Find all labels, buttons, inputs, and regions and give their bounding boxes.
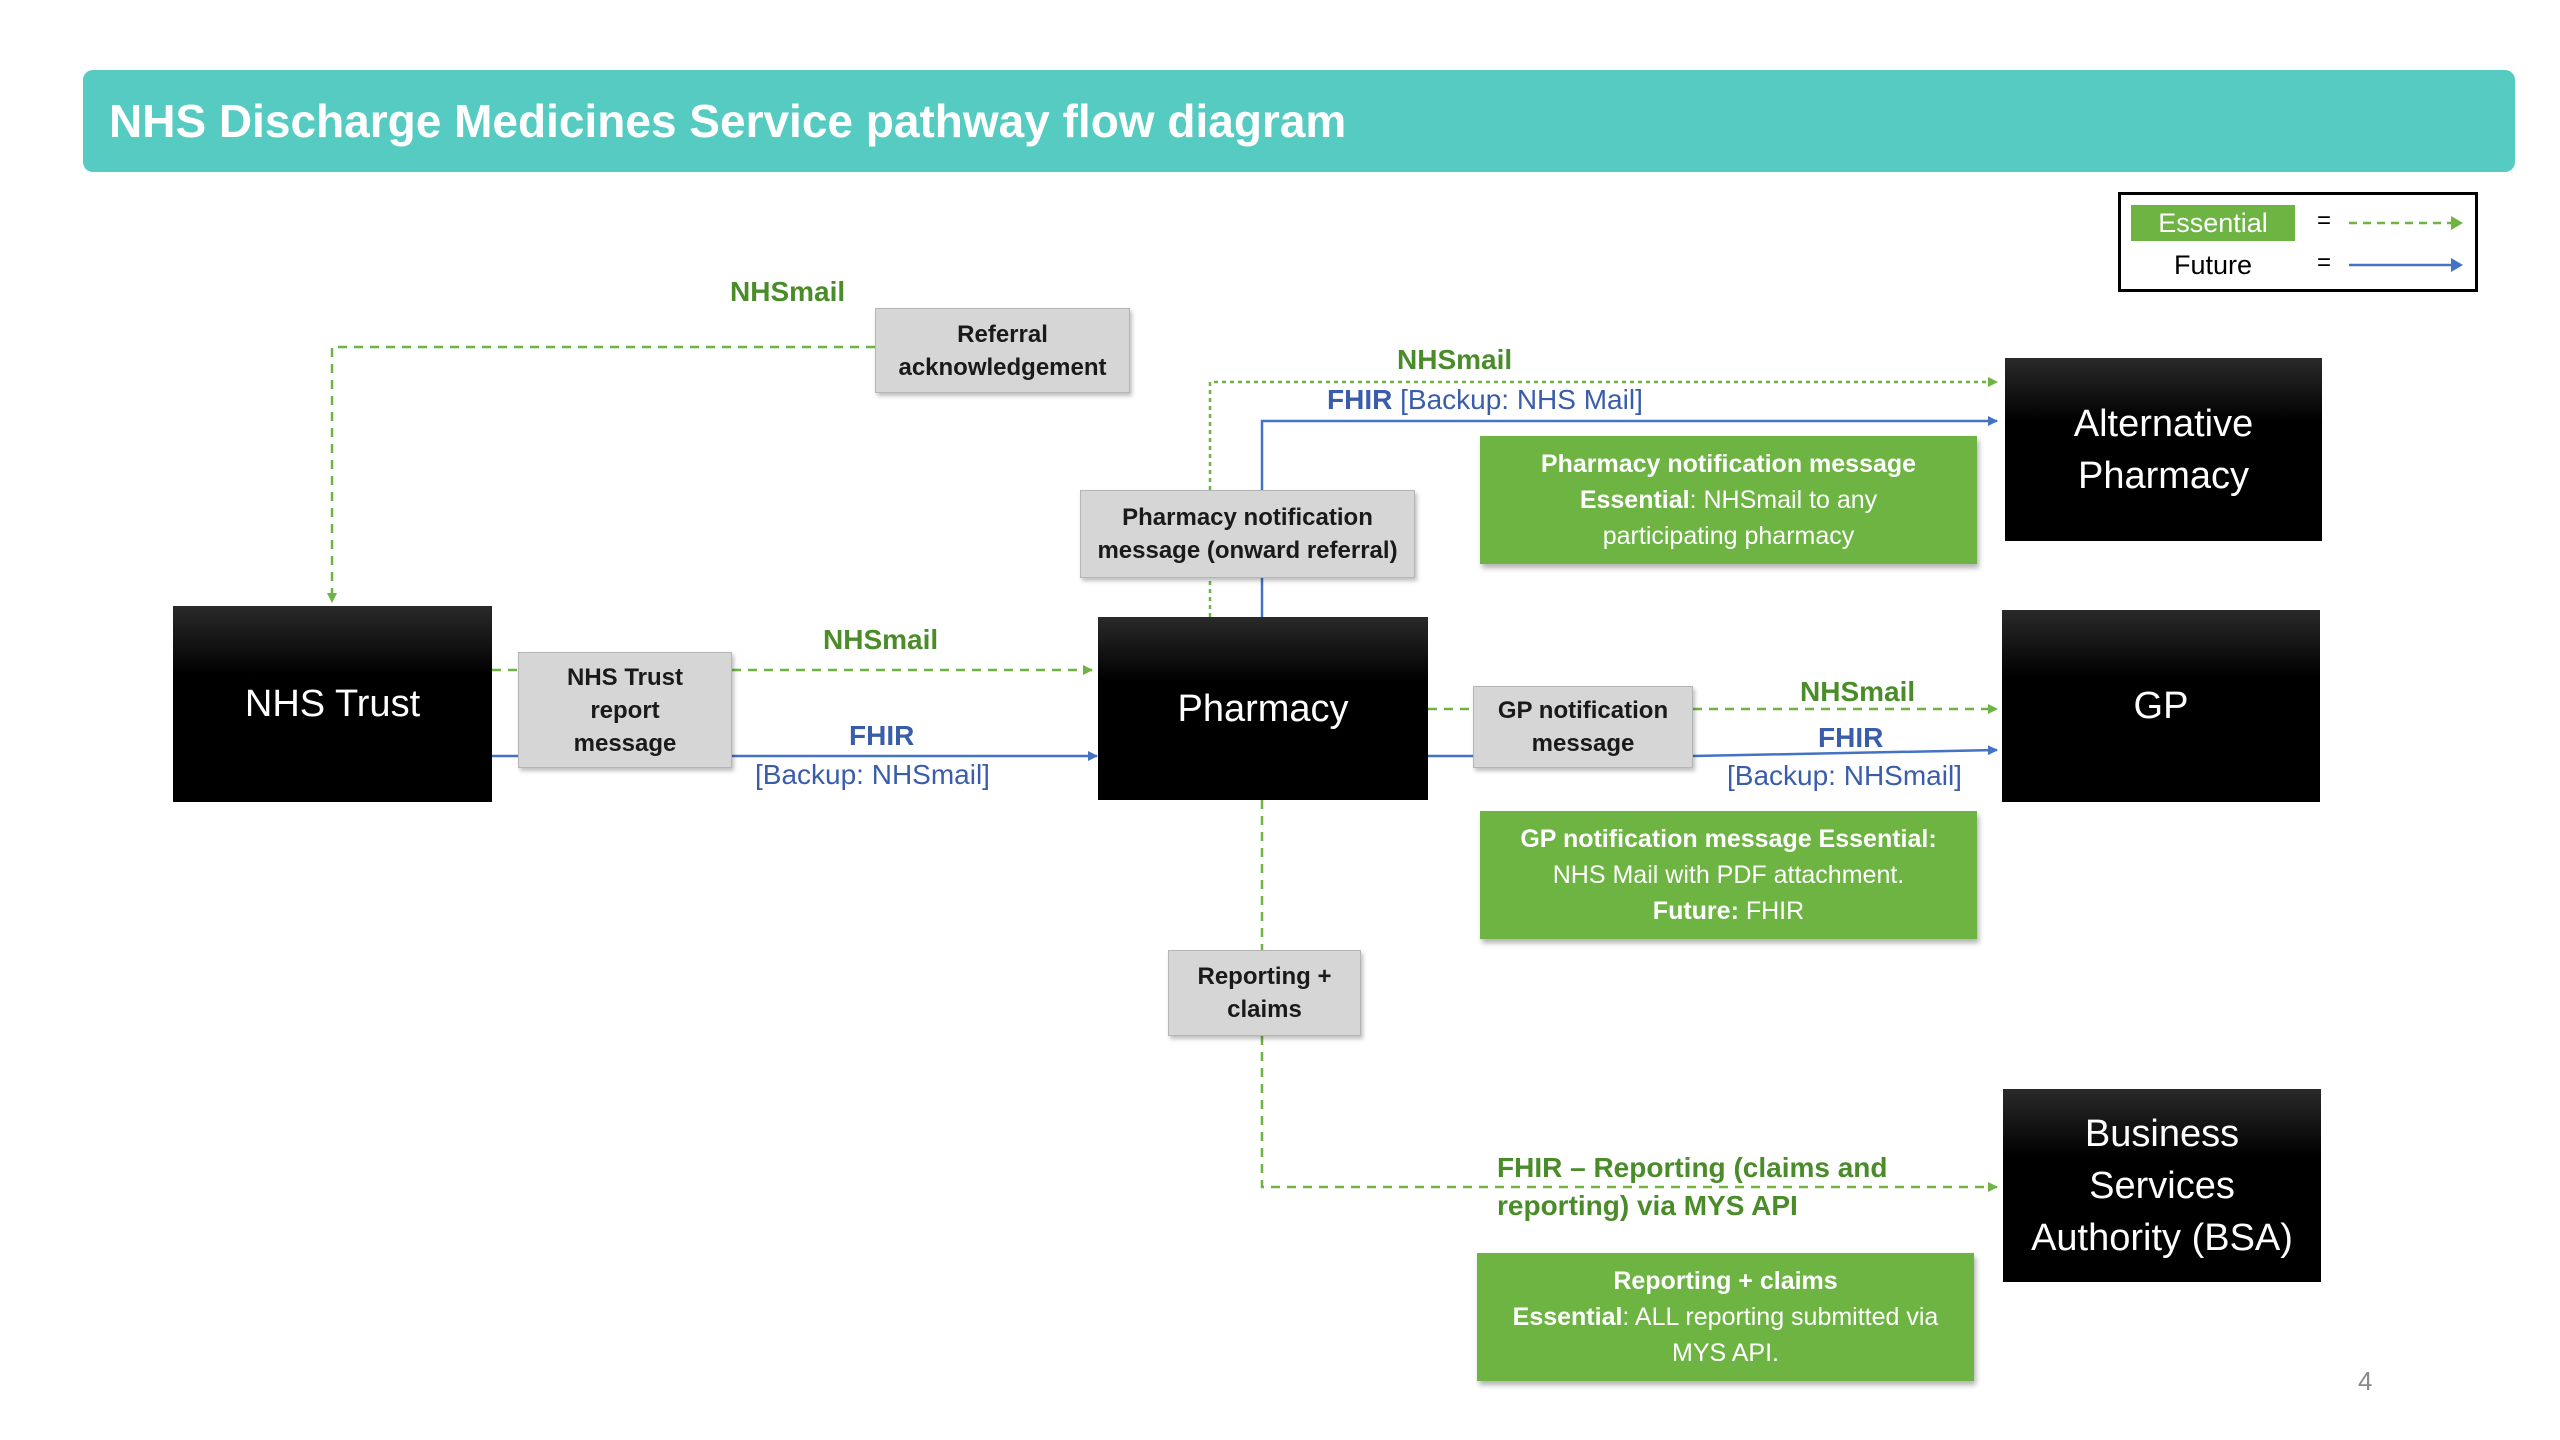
page-title: NHS Discharge Medicines Service pathway … (83, 70, 2515, 172)
msg-trust-report-line1: NHS Trust (566, 663, 683, 691)
label-nhsmail-referral: NHSmail (730, 276, 846, 307)
note-alt-line2-bold: Essential (1579, 486, 1690, 514)
label-nhsmail-gp: NHSmail (1800, 676, 1916, 707)
note-bsa-line3: MYS API. (1672, 1339, 1779, 1367)
msg-gp-notification-line1: GP notification (1497, 697, 1669, 724)
note-alt-line1: Pharmacy notification message (1540, 450, 1917, 478)
label-fhir-trust: FHIR (849, 718, 914, 754)
note-bsa-line1: Reporting + claims (1613, 1267, 1838, 1295)
node-pharmacy: Pharmacy (1098, 617, 1428, 800)
label-fhir-alt-backup: [Backup: NHS Mail] (1400, 384, 1643, 415)
msg-trust-report-line2: report (590, 696, 660, 724)
pharmacy-alt-fhir-line (1260, 421, 1997, 617)
note-gp-line3-rest: FHIR (1738, 897, 1805, 925)
label-fhir-alt: FHIR [Backup: NHS Mail] (1327, 382, 1643, 418)
label-fhir-alt-word: FHIR (1327, 384, 1393, 415)
label-nhsmail-trust: NHSmail (823, 624, 939, 655)
label-bsa-line2: reporting) via MYS API (1497, 1190, 1798, 1221)
node-gp: GP (2002, 610, 2320, 802)
note-gp: GP notification message Essential: NHS M… (1480, 811, 1977, 939)
msg-pharmacy-notification-line2: message (onward referral) (1097, 537, 1398, 564)
note-bsa-line2-bold: Essential (1512, 1303, 1623, 1331)
msg-referral-ack-line1: Referral (957, 320, 1048, 348)
node-bsa-line2: Services (2089, 1164, 2235, 1207)
note-gp-line2: NHS Mail with PDF attachment. (1552, 861, 1905, 889)
label-fhir-trust-word: FHIR (849, 720, 915, 751)
note-gp-line1: GP notification message Essential: (1520, 825, 1937, 853)
note-alternative-pharmacy: Pharmacy notification message Essential:… (1480, 436, 1977, 564)
node-alternative-pharmacy-line2: Pharmacy (2077, 454, 2250, 497)
node-nhs-trust: NHS Trust (173, 606, 492, 802)
node-alternative-pharmacy-line1: Alternative (2073, 402, 2254, 445)
note-alt-line2-rest: : NHSmail to any (1689, 486, 1878, 514)
page-number: 4 (2358, 1366, 2373, 1396)
msg-pharmacy-notification-line1: Pharmacy notification (1122, 504, 1373, 531)
msg-reporting-claims-line1: Reporting + (1197, 963, 1332, 990)
pharmacy-alt-nhsmail-line (1208, 382, 1997, 617)
referral-ack-line (327, 345, 875, 603)
label-nhsmail-alt: NHSmail (1397, 344, 1513, 375)
legend-equals-essential: = (2317, 207, 2332, 234)
legend-essential-line (2349, 216, 2463, 230)
label-fhir-gp-word: FHIR (1818, 722, 1884, 753)
note-alt-line3: participating pharmacy (1602, 522, 1855, 550)
label-fhir-gp-backup: [Backup: NHSmail] (1727, 760, 1962, 791)
msg-trust-report-line3: message (573, 729, 677, 757)
node-bsa-line1: Business (2084, 1112, 2240, 1155)
msg-gp-notification-line2: message (1531, 730, 1635, 757)
legend-future-line (2349, 258, 2463, 272)
label-fhir-trust-backup: [Backup: NHSmail] (755, 759, 990, 790)
node-alternative-pharmacy: Alternative Pharmacy (2005, 358, 2322, 541)
note-gp-line3-bold: Future: (1652, 897, 1739, 925)
msg-pharmacy-notification: Pharmacy notification message (onward re… (1080, 490, 1415, 578)
legend-equals-future: = (2317, 249, 2332, 276)
msg-reporting-claims: Reporting + claims (1168, 950, 1361, 1036)
label-bsa-line1: FHIR – Reporting (claims and (1497, 1152, 1888, 1183)
node-bsa: Business Services Authority (BSA) (2003, 1089, 2321, 1282)
legend-future-label: Future (2173, 249, 2253, 280)
msg-reporting-claims-line2: claims (1227, 996, 1302, 1023)
msg-referral-ack-line2: acknowledgement (898, 353, 1107, 381)
note-bsa: Reporting + claims Essential: ALL report… (1477, 1253, 1974, 1381)
msg-referral-acknowledgement: Referral acknowledgement (875, 308, 1130, 393)
note-bsa-line2-rest: : ALL reporting submitted via (1622, 1303, 1939, 1331)
legend-essential-label: Essential (2131, 205, 2295, 241)
legend: Essential = Future = (2118, 192, 2478, 292)
pharmacy-gp-fhir-line (1428, 750, 1997, 756)
pharmacy-bsa-line (1260, 800, 1997, 1187)
label-fhir-gp: FHIR (1818, 720, 1883, 756)
msg-nhs-trust-report: NHS Trust report message (518, 652, 732, 768)
msg-gp-notification: GP notification message (1473, 686, 1693, 768)
node-bsa-line3: Authority (BSA) (2031, 1216, 2293, 1259)
